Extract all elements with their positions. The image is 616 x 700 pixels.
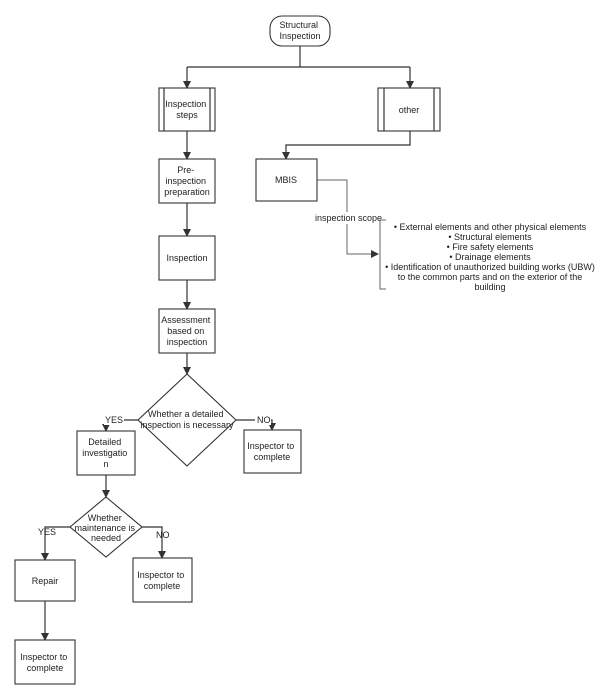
scope-item: • Structural elements [448, 232, 532, 242]
node-detailed-investigation: Detailed investigatio n [76, 430, 136, 476]
node-label: Assessment based on inspection [161, 315, 213, 347]
node-label: Inspector to complete [247, 441, 297, 462]
edge-decision2-no [142, 526, 166, 559]
scope-bracket [379, 219, 386, 290]
edge-label-no: NO [257, 415, 271, 425]
edge-label-yes: YES [105, 415, 123, 425]
node-repair: Repair [14, 559, 76, 602]
node-pre-inspection: Pre- inspection preparation [158, 158, 216, 204]
node-inspector-complete-3: Inspector to complete [14, 639, 76, 685]
node-label: other [399, 105, 420, 115]
scope-item: • External elements and other physical e… [394, 222, 587, 232]
scope-item: to the common parts and on the exterior … [398, 272, 583, 282]
node-label: Inspection [166, 253, 207, 263]
edge-decision2-yes [41, 526, 70, 561]
edge-labels: YES NO YES NO inspection scope [38, 212, 382, 540]
node-label: Inspector to complete [137, 570, 187, 591]
node-label: Structural Inspection [279, 20, 320, 41]
scope-list: • External elements and other physical e… [385, 222, 595, 292]
scope-item: • Drainage elements [449, 252, 531, 262]
node-inspection: Inspection [158, 235, 216, 281]
node-label: Pre- inspection preparation [164, 165, 210, 197]
node-decision-detailed: Whether a detailed inspection is necessa… [137, 373, 237, 467]
edge-other-to-mbis [282, 131, 411, 160]
node-other: other [377, 87, 441, 132]
edge-label-inspection-scope: inspection scope [315, 213, 382, 223]
node-decision-maintenance: Whether maintenance is needed [69, 496, 143, 558]
node-label: MBIS [275, 175, 297, 185]
node-label: Repair [32, 576, 59, 586]
node-label: Whether maintenance is needed [74, 513, 137, 543]
scope-item: • Identification of unauthorized buildin… [385, 262, 595, 272]
edges [41, 46, 414, 641]
node-mbis: MBIS [255, 158, 318, 202]
node-inspection-steps: Inspection steps [158, 87, 216, 132]
node-label: Detailed investigatio n [82, 437, 130, 469]
edge-decision1-no [236, 419, 276, 431]
node-assessment: Assessment based on inspection [158, 308, 216, 354]
node-inspector-complete-1: Inspector to complete [243, 429, 302, 474]
scope-bracket-line [379, 219, 386, 290]
scope-item: • Fire safety elements [447, 242, 534, 252]
node-label: Inspector to complete [20, 652, 70, 673]
scope-item: building [474, 282, 505, 292]
edge-label-yes: YES [38, 527, 56, 537]
node-label: Inspection steps [165, 99, 209, 120]
node-label: Whether a detailed inspection is necessa… [140, 409, 234, 430]
node-structural-inspection: Structural Inspection [269, 15, 331, 47]
node-inspector-complete-2: Inspector to complete [132, 557, 193, 603]
edge-label-no: NO [156, 530, 170, 540]
